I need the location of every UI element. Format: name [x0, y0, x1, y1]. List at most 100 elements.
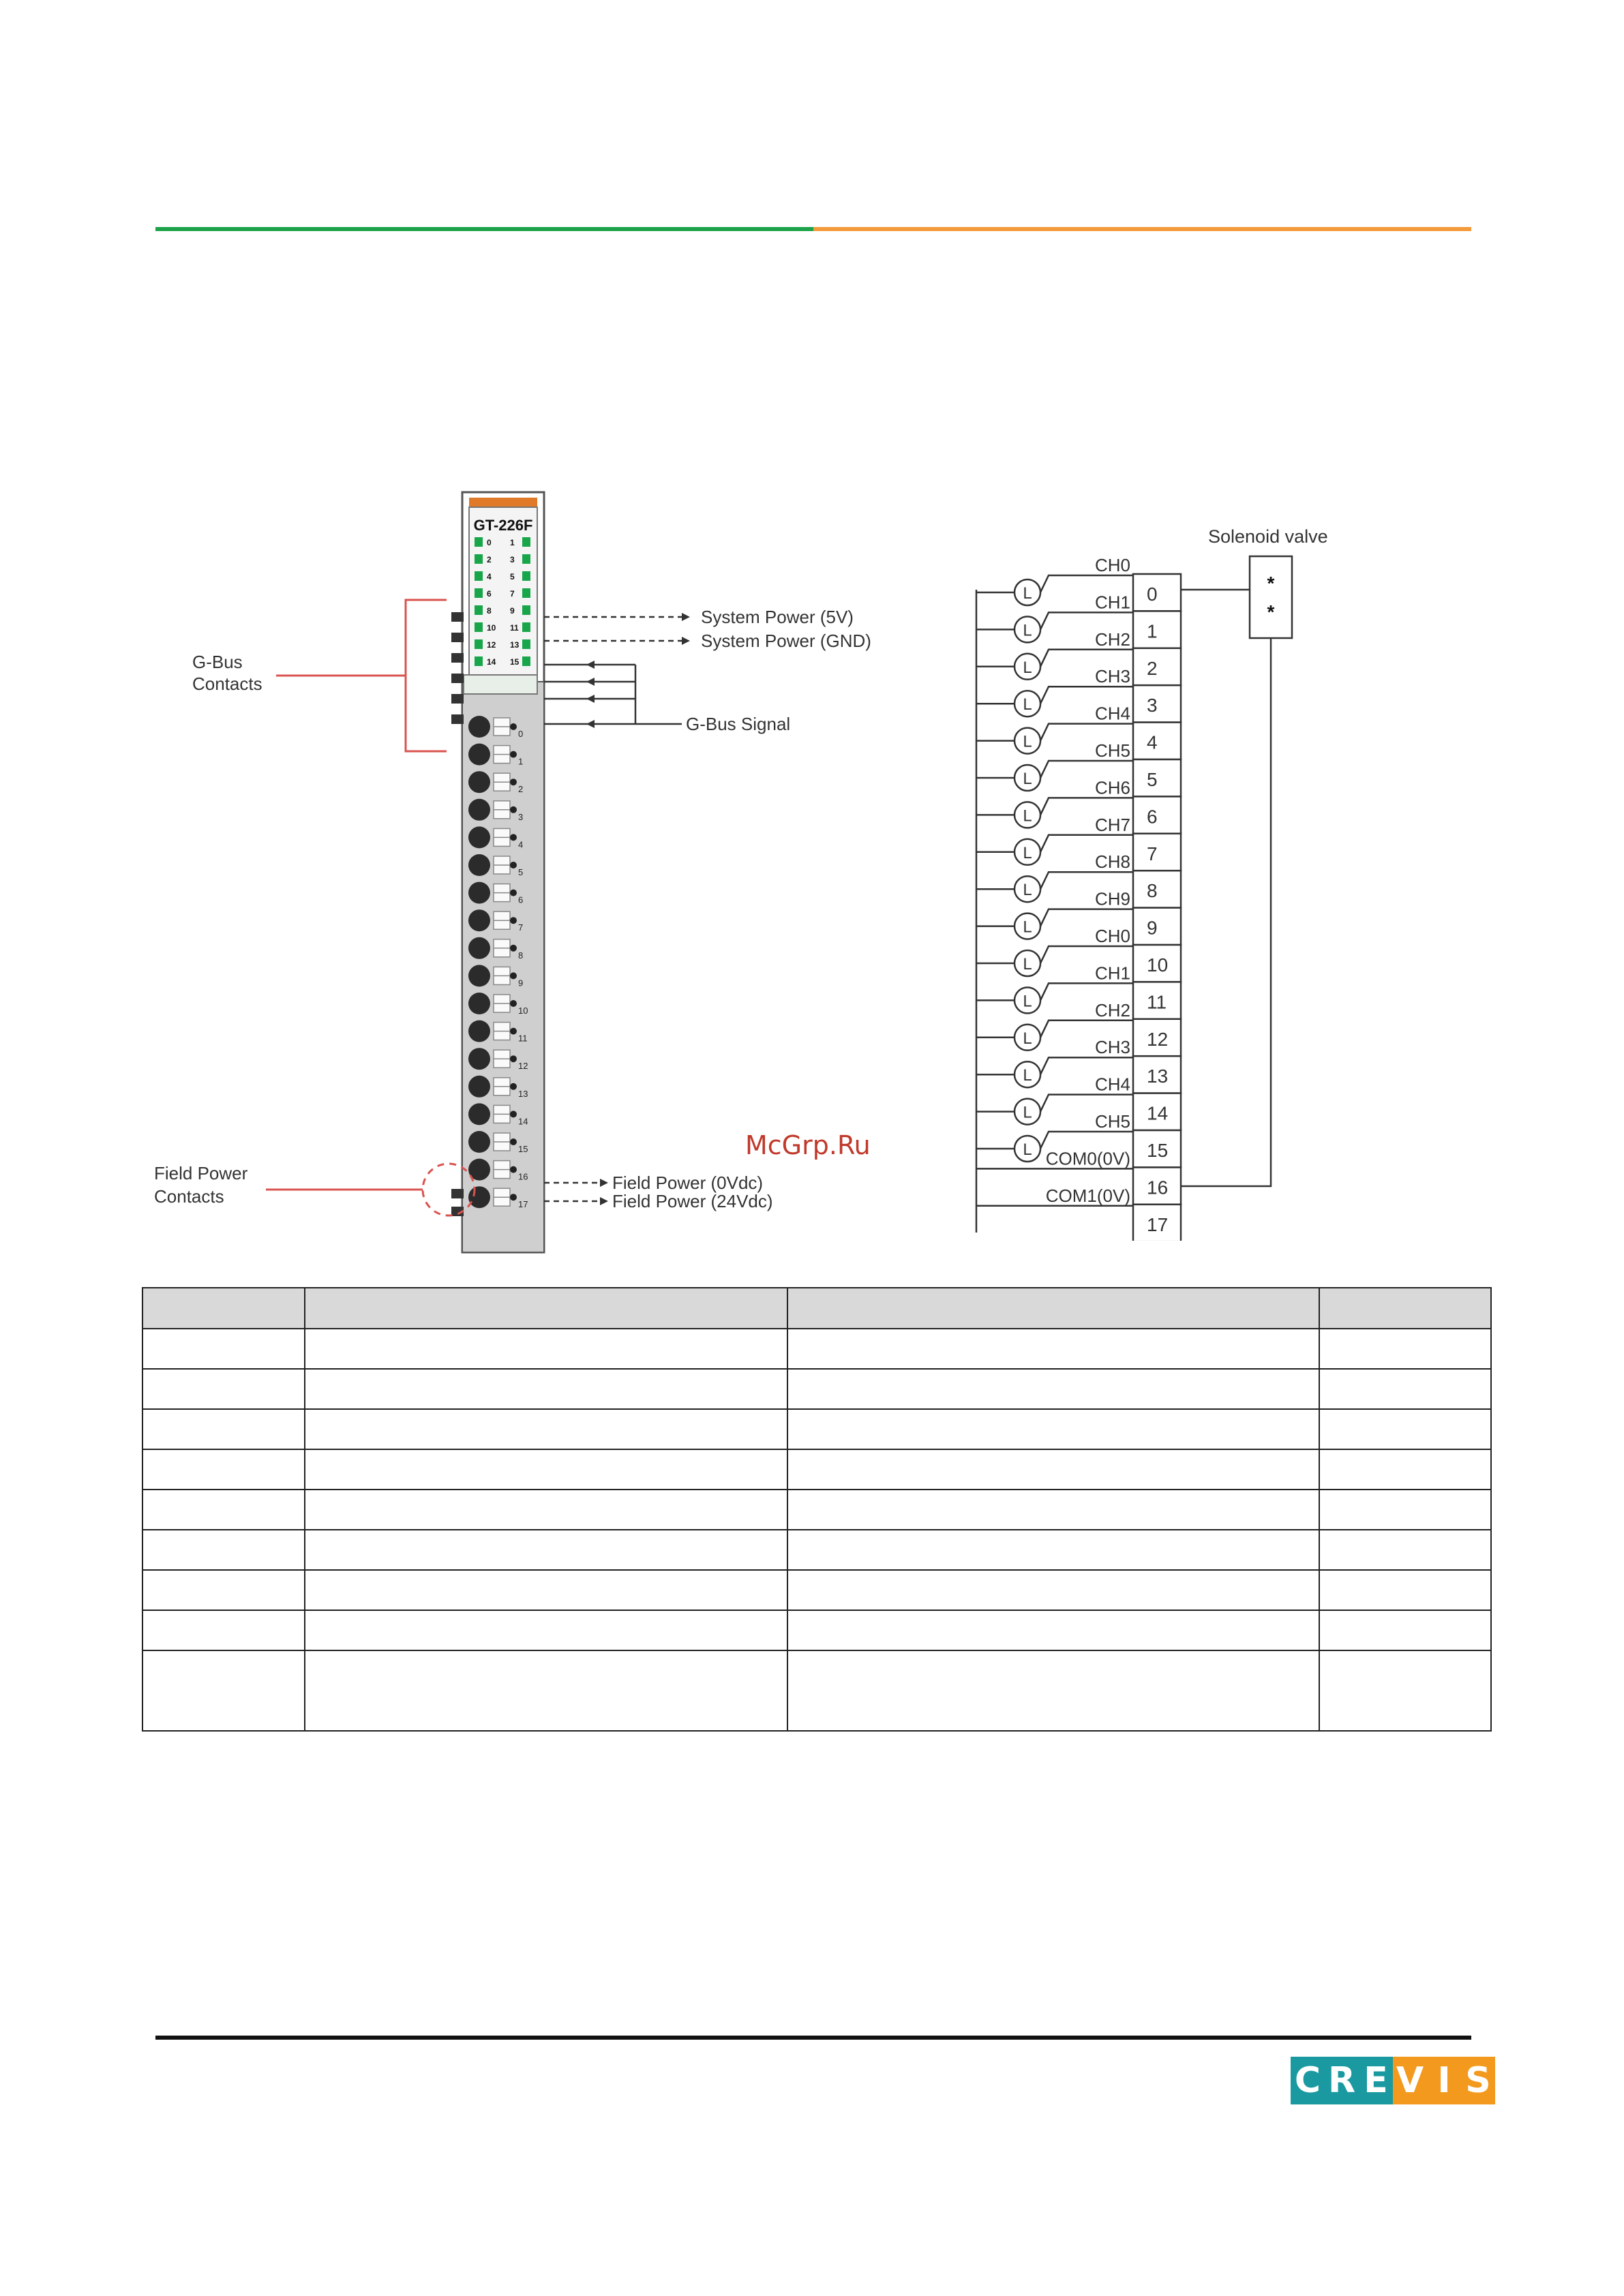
table-cell	[787, 1408, 1320, 1450]
terminal-box-number: 13	[1147, 1066, 1168, 1087]
table-header-row	[142, 1287, 1492, 1329]
table-cell	[304, 1408, 788, 1450]
terminal-contact	[510, 1055, 517, 1063]
table-cell	[787, 1650, 1320, 1732]
terminal-screw	[468, 1103, 490, 1126]
terminal-number: 9	[518, 978, 523, 988]
terminal-number: 16	[518, 1172, 528, 1182]
led-indicator	[475, 656, 483, 666]
channel-label: CH1	[1095, 963, 1130, 983]
terminal-number: 2	[518, 784, 523, 794]
load-symbol-letter: L	[1023, 918, 1032, 937]
terminal-screw	[468, 993, 490, 1014]
terminal-box	[1132, 832, 1182, 872]
terminal-number: 0	[518, 729, 523, 739]
terminal-box-number: 10	[1147, 954, 1168, 976]
led-indicator	[522, 639, 530, 649]
terminal-box-number: 5	[1147, 769, 1158, 790]
terminal-latch	[463, 674, 538, 695]
terminal-screw	[468, 881, 490, 904]
led-label: 11	[510, 623, 519, 633]
gbus-bracket	[404, 599, 409, 753]
led-indicator	[522, 537, 530, 547]
led-label: 13	[510, 640, 520, 650]
table-cell	[1319, 1489, 1492, 1530]
terminal-number: 17	[518, 1199, 528, 1209]
load-symbol-letter: L	[1023, 955, 1032, 973]
terminal-contact	[510, 889, 517, 896]
table-row	[142, 1449, 1492, 1490]
table-cell	[787, 1610, 1320, 1651]
table-cell	[304, 1449, 788, 1490]
logo-letter: V	[1393, 2057, 1427, 2104]
spec-table	[142, 1287, 1492, 1732]
table-header-cell	[1319, 1287, 1492, 1329]
led-label: 10	[487, 623, 496, 633]
table-cell	[787, 1529, 1320, 1571]
logo-letter: E	[1359, 2057, 1393, 2104]
table-row	[142, 1368, 1492, 1410]
load-symbol-letter: L	[1023, 1104, 1032, 1122]
terminal-contact	[510, 723, 517, 730]
terminal-box-number: 0	[1147, 584, 1158, 605]
terminal-screw	[468, 716, 490, 738]
led-indicator	[475, 571, 483, 581]
terminal-screw	[468, 854, 490, 876]
terminal-number: 13	[518, 1089, 528, 1099]
table-cell	[142, 1328, 305, 1370]
terminal-number: 7	[518, 922, 523, 933]
terminal-box-number: 14	[1147, 1103, 1168, 1124]
led-label: 8	[487, 606, 492, 616]
table-cell	[1319, 1650, 1492, 1732]
led-label: 0	[487, 538, 492, 547]
table-cell	[1319, 1569, 1492, 1611]
led-indicator	[522, 622, 530, 632]
gbus-contact-pins	[451, 612, 464, 1216]
table-cell	[1319, 1529, 1492, 1571]
solenoid-return-wire	[1181, 638, 1272, 1188]
led-indicator	[522, 571, 530, 581]
terminal-contact	[510, 834, 517, 841]
terminal-contact	[510, 806, 517, 813]
load-symbol	[1013, 616, 1042, 644]
terminal-contact	[510, 751, 517, 758]
load-symbol-letter: L	[1023, 733, 1032, 751]
table-cell	[304, 1328, 788, 1370]
terminal-screw	[468, 937, 490, 959]
terminal-screw	[468, 909, 490, 932]
terminal-box-number: 15	[1147, 1140, 1168, 1161]
load-symbol-letter: L	[1023, 844, 1032, 862]
terminal-box-number: 11	[1147, 991, 1167, 1012]
channel-label: CH6	[1095, 777, 1130, 798]
terminal-contact	[510, 1000, 517, 1007]
table-row	[142, 1569, 1492, 1611]
load-symbol-letter: L	[1023, 621, 1032, 639]
terminal-box	[1132, 1092, 1182, 1132]
led-indicator	[475, 537, 483, 547]
led-label: 9	[510, 606, 515, 616]
load-symbol-letter: L	[1023, 659, 1032, 677]
terminal-number: 14	[518, 1116, 528, 1126]
load-symbol	[1013, 801, 1042, 829]
led-label: 2	[487, 555, 492, 564]
terminal-number: 1	[518, 757, 523, 767]
table-cell	[142, 1529, 305, 1571]
terminal-box	[1132, 907, 1182, 946]
watermark: McGrp.Ru	[745, 1130, 871, 1160]
terminal-number: 15	[518, 1144, 528, 1154]
field-power-0v-label: Field Power (0Vdc)	[612, 1173, 763, 1193]
table-cell	[1319, 1328, 1492, 1370]
table-cell	[142, 1489, 305, 1530]
logo-letter: I	[1427, 2057, 1461, 2104]
led-label: 4	[487, 572, 492, 581]
logo-letter: C	[1291, 2057, 1325, 2104]
terminal-contact	[510, 972, 517, 980]
wiring-diagram: Solenoid valve * * 0LCH01LCH12LCH23LCH34…	[975, 526, 1328, 1241]
terminal-box-number: 8	[1147, 880, 1158, 901]
table-row	[142, 1489, 1492, 1530]
led-indicator	[475, 554, 483, 564]
table-cell	[142, 1569, 305, 1611]
table-cell	[787, 1328, 1320, 1370]
terminal-contact	[510, 1027, 517, 1035]
